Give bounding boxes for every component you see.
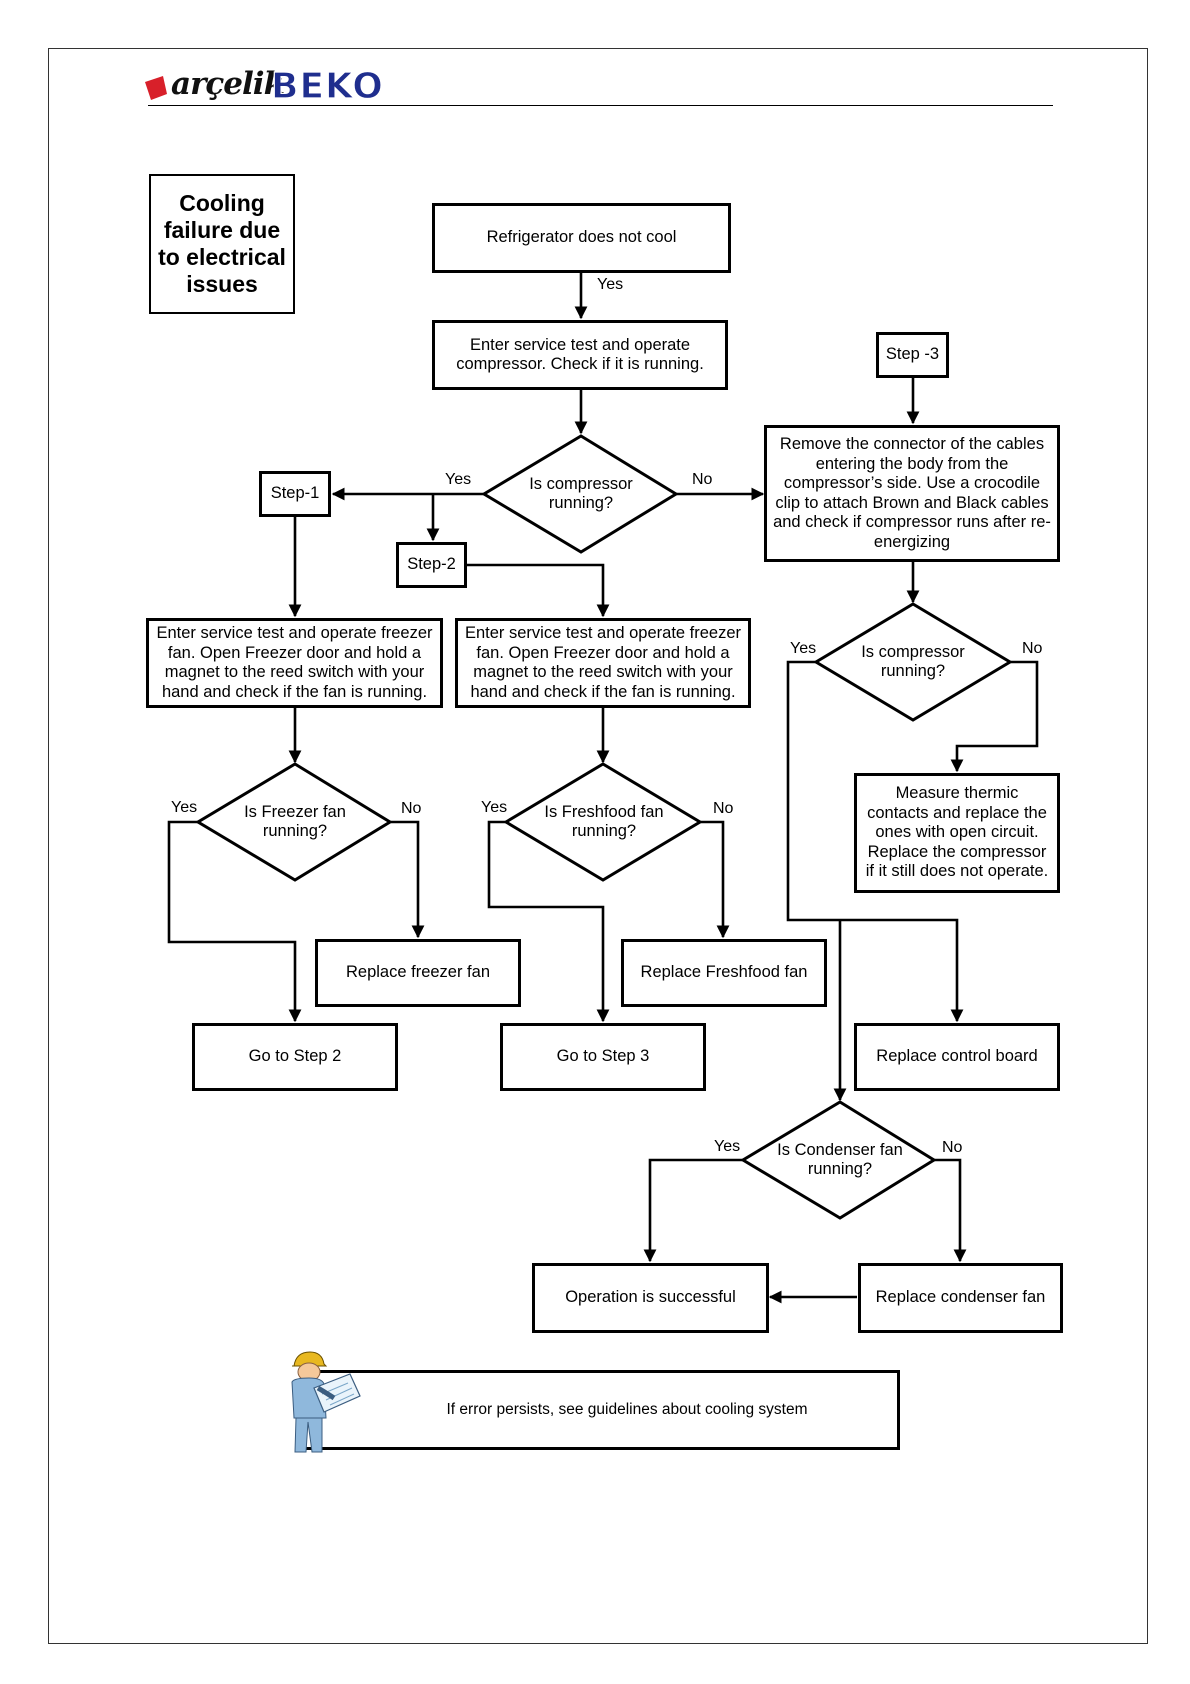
label-no-freshfood: No xyxy=(713,800,734,817)
header-rule xyxy=(148,105,1053,106)
page-frame xyxy=(48,48,1148,1644)
node-replace-freshfood: Replace Freshfood fan xyxy=(621,939,827,1007)
node-remove-connector: Remove the connector of the cables enter… xyxy=(764,425,1060,562)
label-no-condenser: No xyxy=(942,1139,963,1156)
node-step2: Step-2 xyxy=(396,542,467,588)
label-no-compressor-2: No xyxy=(1022,640,1043,657)
node-freshfood-test: Enter service test and operate freezer f… xyxy=(455,618,751,708)
node-goto-step3: Go to Step 3 xyxy=(500,1023,706,1091)
label-yes-compressor-1: Yes xyxy=(445,471,472,488)
decision-compressor-2-shape xyxy=(813,602,1013,722)
decision-freezer: Is Freezer fan running? xyxy=(244,802,346,841)
node-replace-condenser: Replace condenser fan xyxy=(858,1263,1063,1333)
footer-note: If error persists, see guidelines about … xyxy=(300,1370,900,1450)
label-no-compressor-1: No xyxy=(692,471,713,488)
decision-condenser: Is Condenser fan running? xyxy=(777,1140,903,1179)
node-freezer-test: Enter service test and operate freezer f… xyxy=(146,618,443,708)
arcelik-mark-icon xyxy=(145,76,167,100)
label-yes-start: Yes xyxy=(597,276,624,293)
label-yes-compressor-2: Yes xyxy=(790,640,817,657)
logo-beko-text: BEKO xyxy=(270,65,384,107)
node-measure-thermic: Measure thermic contacts and replace the… xyxy=(854,773,1060,893)
decision-condenser-shape xyxy=(740,1100,937,1220)
node-replace-board: Replace control board xyxy=(854,1023,1060,1091)
decision-compressor-2: Is compressor running? xyxy=(861,642,965,681)
decision-freshfood: Is Freshfood fan running? xyxy=(544,802,664,841)
decision-freezer-shape xyxy=(195,762,393,882)
node-step3: Step -3 xyxy=(876,332,949,378)
label-yes-freshfood: Yes xyxy=(481,799,508,816)
node-step1: Step-1 xyxy=(259,471,331,517)
diagram-title: Cooling failure due to electrical issues xyxy=(149,174,295,314)
label-yes-freezer: Yes xyxy=(171,799,198,816)
node-success: Operation is successful xyxy=(532,1263,769,1333)
decision-freshfood-shape xyxy=(503,762,703,882)
node-replace-freezer: Replace freezer fan xyxy=(315,939,521,1007)
node-goto-step2: Go to Step 2 xyxy=(192,1023,398,1091)
label-yes-condenser: Yes xyxy=(714,1138,741,1155)
decision-compressor-1-shape xyxy=(481,434,679,554)
worker-illustration-icon xyxy=(291,1351,361,1453)
label-no-freezer: No xyxy=(401,800,422,817)
node-service-test: Enter service test and operate compresso… xyxy=(432,320,728,390)
node-start: Refrigerator does not cool xyxy=(432,203,731,273)
decision-compressor-1: Is compressor running? xyxy=(529,474,633,513)
logo-arcelik-text: arçelik xyxy=(171,66,285,102)
